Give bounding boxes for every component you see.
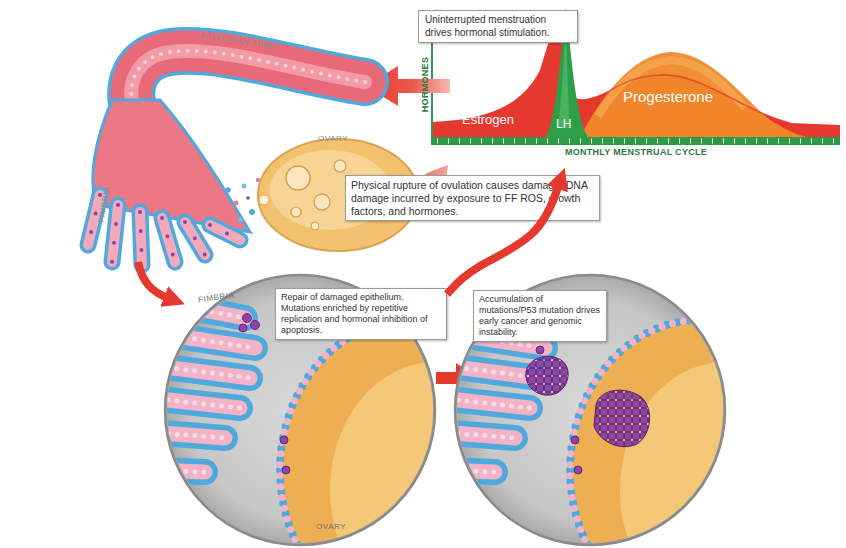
mutated-cell <box>571 436 579 444</box>
mutated-cell <box>536 346 544 354</box>
follicle <box>286 166 310 190</box>
process-box: Accumulation of mutations/P53 mutation d… <box>473 290 607 342</box>
fluid-particle <box>249 209 255 215</box>
fluid-particle <box>246 196 250 200</box>
mutated-cell <box>282 466 290 474</box>
process-box: Physical rupture of ovulation causes dam… <box>345 175 600 221</box>
part-label: OVARY <box>316 522 346 531</box>
follicle <box>311 222 319 230</box>
curve-label: Estrogen <box>462 113 514 126</box>
magnified-rim <box>455 275 725 545</box>
fimbria-finger <box>88 195 240 265</box>
fluid-particle <box>234 201 239 206</box>
follicle <box>314 194 330 210</box>
axis-label: HORMONES <box>420 55 431 115</box>
tumor-cluster <box>526 356 568 395</box>
fluid-particle <box>225 187 231 193</box>
hormone-chart: Uninterrupted menstruation drives hormon… <box>418 6 846 168</box>
callout-text: Repair of damaged epithelium. Mutations … <box>281 292 441 336</box>
zoom-arrow <box>138 262 168 298</box>
callout-text: Uninterrupted menstruation drives hormon… <box>418 10 578 43</box>
callout-text: Accumulation of mutations/P53 mutation d… <box>479 294 601 338</box>
mutated-cell <box>574 466 582 474</box>
fimbria-finger <box>88 195 240 265</box>
mutated-cells <box>88 195 240 265</box>
fluid-particle <box>238 218 243 223</box>
axis-label: MONTHLY MENSTRUAL CYCLE <box>536 147 736 158</box>
curve-label: LH <box>556 118 571 130</box>
estrogen-curve <box>432 28 840 137</box>
axis-band <box>432 137 840 145</box>
mutated-cell <box>239 324 247 332</box>
rupture-site <box>259 195 269 205</box>
follicle <box>334 160 346 172</box>
fluid-particle <box>242 184 247 189</box>
mutated-cell <box>280 436 288 444</box>
mutated-cell <box>251 321 260 330</box>
callout-text: Physical rupture of ovulation causes dam… <box>351 179 594 217</box>
progesterone-highlight <box>598 60 745 116</box>
progesterone-curve <box>580 52 812 137</box>
estrogen-line <box>585 75 790 123</box>
axis-ticks <box>437 139 840 144</box>
follicle <box>291 207 301 217</box>
fluid-particle <box>220 206 225 211</box>
mutated-cell <box>243 314 252 323</box>
part-label: OVARY <box>318 134 348 143</box>
curve-label: Progesterone <box>623 89 713 104</box>
tumor-cluster <box>594 390 650 447</box>
process-box: Repair of damaged epithelium. Mutations … <box>275 288 447 340</box>
